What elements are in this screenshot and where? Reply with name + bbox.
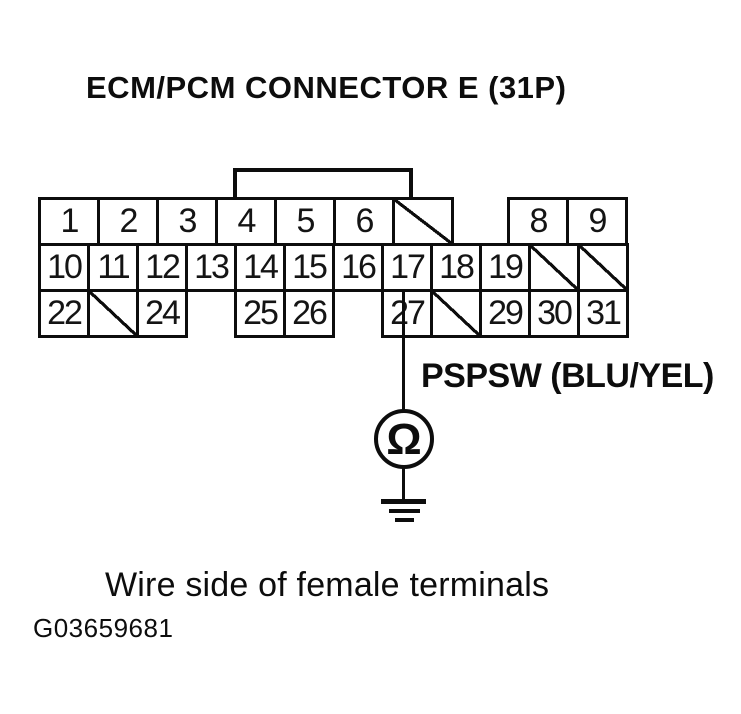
pin-cell-27: 27: [381, 289, 433, 338]
blank-cell-slash: [392, 197, 454, 246]
figure-id: G03659681: [33, 613, 174, 643]
pin-cell-9: 9: [566, 197, 628, 246]
pin-cell-12: 12: [136, 243, 188, 292]
pin-cell-14: 14: [234, 243, 286, 292]
pin-cell-15: 15: [283, 243, 335, 292]
wire-label: PSPSW (BLU/YEL): [421, 357, 714, 395]
ground-icon: [381, 499, 426, 504]
pin-cell-11: 11: [87, 243, 139, 292]
pin-cell-13: 13: [185, 243, 237, 292]
pin-cell-6: 6: [333, 197, 395, 246]
diagram-title: ECM/PCM CONNECTOR E (31P): [86, 70, 567, 105]
pin-cell-29: 29: [479, 289, 531, 338]
blank-cell-slash: [430, 289, 482, 338]
pin27-wire: [402, 291, 405, 411]
meter-ground-wire: [402, 466, 405, 501]
pin-cell-5: 5: [274, 197, 336, 246]
pin-cell-19: 19: [479, 243, 531, 292]
caption-text: Wire side of female terminals: [105, 566, 550, 604]
pin-group: 22 24: [38, 289, 188, 338]
pin-cell-22: 22: [38, 289, 90, 338]
pin-cell-31: 31: [577, 289, 629, 338]
ground-icon-bar3: [395, 518, 414, 522]
pin-cell-10: 10: [38, 243, 90, 292]
pin-cell-30: 30: [528, 289, 580, 338]
pin-cell-2: 2: [97, 197, 159, 246]
pin-cell-18: 18: [430, 243, 482, 292]
blank-cell-slash: [87, 289, 139, 338]
omega-symbol: Ω: [386, 415, 422, 464]
pin-cell-26: 26: [283, 289, 335, 338]
blank-cell-slash: [577, 243, 629, 292]
pin-cell-24: 24: [136, 289, 188, 338]
ground-icon-bar2: [389, 509, 420, 513]
connector-key-tab: [233, 168, 413, 204]
blank-cell-slash: [528, 243, 580, 292]
pin-cell-25: 25: [234, 289, 286, 338]
pin-cell-8: 8: [507, 197, 569, 246]
ohmmeter-icon: Ω: [374, 409, 434, 469]
pin-cell-16: 16: [332, 243, 384, 292]
pin-cell-4: 4: [215, 197, 277, 246]
pin-cell-17: 17: [381, 243, 433, 292]
pin-cell-1: 1: [38, 197, 100, 246]
pin-cell-3: 3: [156, 197, 218, 246]
